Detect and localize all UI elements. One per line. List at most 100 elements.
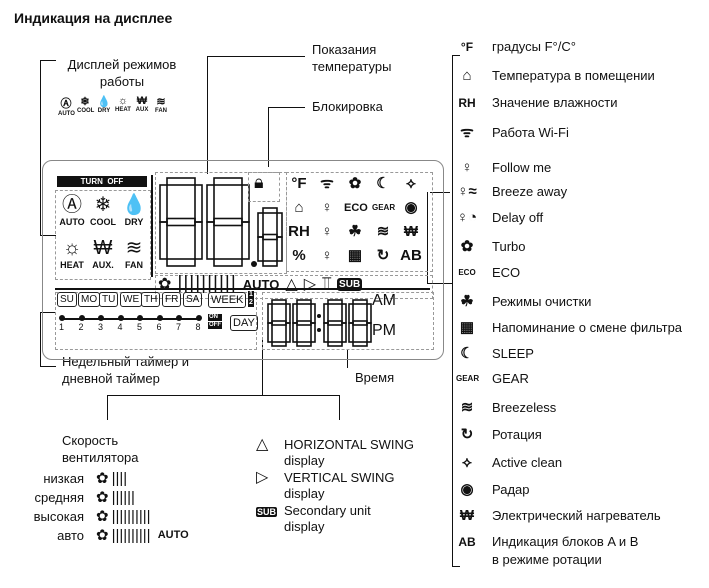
digit-segment [271,341,287,347]
lcd-status-icon: ♀ [321,247,333,264]
timer-dot [176,315,182,321]
digit-segment [323,303,329,324]
mode-icon: ₩ [93,237,113,259]
fan-auto: AUTO [242,276,280,292]
digit-segment [206,184,215,223]
am-label: AM [372,292,396,309]
digit-segment [285,303,291,324]
digit-segment [310,303,316,324]
day-mo[interactable]: MO [78,292,101,307]
digit-segment [366,303,372,324]
lcd-status-icon: ♀ [321,199,333,216]
digit-segment [292,322,298,343]
digit-segment [194,221,203,260]
digit-segment [348,322,354,343]
timer-number: 2 [78,322,84,332]
digit-segment [341,303,347,324]
legend-icon: ♀≈ [457,183,477,200]
digit-segment [267,303,273,324]
timer-dot [59,315,65,321]
legend-icon: ♀ [461,159,473,176]
day-sa[interactable]: SA [183,292,203,307]
callout-modes: Дисплей режимов работы [67,57,177,89]
lcd-status-icon: °F [291,175,307,192]
mode-icon: Ⓐ [62,194,82,216]
fan-speed-sample: ✿|||| [96,469,128,488]
digit-segment [296,299,312,305]
callout-lock: Блокировка [312,99,383,114]
legend-item-line2: в режиме ротации [492,552,602,567]
lcd-status-icon: ▦ [347,247,363,264]
mode-dry: 💧DRY [116,193,152,227]
digit-segment [262,260,278,267]
timer-dot [156,315,163,321]
digit-dot [317,314,321,318]
pm-label: PM [372,322,396,339]
fan-speed-label: высокая [33,509,84,524]
timer-number: 6 [156,322,162,332]
mode-fan: ≋FAN [116,236,152,270]
digit-segment [323,322,329,343]
lcd-status-icon: ☘ [348,223,362,240]
digit-segment [262,207,278,214]
digit-segment [348,303,354,324]
digit-segment [352,299,368,305]
digit-segment [271,299,287,305]
lcd-status-icon: % [292,247,306,264]
legend-icon: °F [460,39,474,54]
digit-segment [159,221,168,260]
day-we[interactable]: WE [120,292,143,307]
legend-item: ↻Ротация [456,425,542,443]
timer-dot [195,315,202,321]
fan-icon: ✿ [96,470,109,487]
timer-number: 8 [195,322,201,332]
lcd-status-icon: ✿ [348,175,362,192]
day-th[interactable]: TH [141,292,161,307]
mode-icon: ≋ [125,237,143,259]
day-fr[interactable]: FR [162,292,182,307]
digit-segment [276,212,283,238]
digit-segment [166,217,196,227]
lcd-status-icon: ⌂ [294,199,304,216]
legend-item: ≋Breezeless [456,398,557,416]
digit-segment [296,341,312,347]
lcd-status-icon: ᯤ [320,175,334,192]
lcd-status-icon: ☾ [376,175,390,192]
digit-segment [213,217,243,227]
digit-segment [366,322,372,343]
legend-icon: ♀◔ [456,209,478,226]
mode-aux: ₩AUX. [85,236,121,270]
legend-icon: AB [458,534,476,549]
mode-heat: ☼HEAT [54,236,90,270]
digit-segment [166,258,196,267]
legend-icon: ≋ [460,399,474,416]
legend-icon: ▦ [459,319,475,336]
day-su[interactable]: SU [57,292,77,307]
timer-dot [78,315,85,321]
day-label: DAY [230,315,258,331]
legend-icon: ⟡ [462,454,472,471]
legend-icon: ₩ [459,507,475,524]
legend-item: ✿Turbo [456,237,526,255]
lcd-status-icon: ↻ [376,247,390,264]
mode-mini-icon: ☼ [117,95,129,107]
digit-segment [352,341,368,347]
digit-segment [241,221,250,260]
digit-segment [213,177,243,186]
digit-segment [292,303,298,324]
turn-off-indicator: TURN OFF [57,176,147,187]
lcd-status-icon: GEAR [372,203,396,212]
legend-icon: ✿ [460,238,474,255]
legend-item: ▦Напоминание о смене фильтра [456,318,682,336]
legend-icon: ◉ [460,481,474,498]
day-tu[interactable]: TU [99,292,119,307]
legend-icon: RH [458,95,476,110]
